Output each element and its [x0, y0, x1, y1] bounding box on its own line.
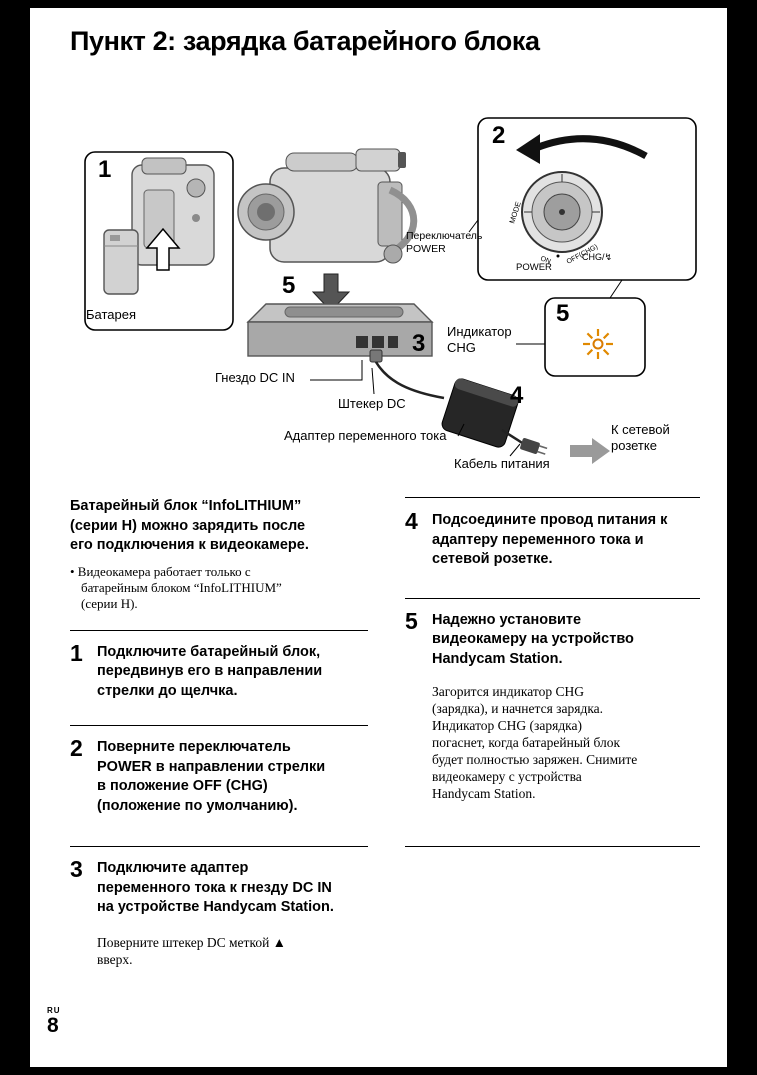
- step-5-text: Надежно установите видеокамеру на устрой…: [432, 611, 634, 667]
- camcorder-illustration: [237, 148, 418, 264]
- dial-on-label: ON: [539, 255, 551, 265]
- step-1-text: Подключите батарейный блок, передвинув е…: [97, 643, 323, 699]
- power-cord-illustration: [501, 428, 548, 455]
- callout-box-step2: [477, 117, 697, 281]
- step-3-note: Поверните штекер DC меткой ▲ вверх.: [97, 934, 287, 967]
- step-2-number: 2: [70, 735, 83, 761]
- callout-number-3: 3: [412, 330, 426, 357]
- page-title: Пункт 2: зарядка батарейного блока: [70, 26, 540, 56]
- handycam-station-illustration: [246, 303, 434, 357]
- step-1: 1 Подключите батарейный блок, передвинув…: [70, 639, 368, 702]
- callout-number-2: 2: [492, 122, 506, 149]
- callout-box-step1: [84, 151, 234, 331]
- dc-plug-leader-line: [371, 367, 375, 395]
- intro-heading: Батарейный блок “InfoLITHIUM” (серии H) …: [70, 498, 309, 553]
- camera-rear-illustration: [131, 157, 215, 266]
- step-1-number: 1: [70, 639, 83, 666]
- page-footer: RU 8: [47, 1006, 61, 1036]
- step-4-text: Подсоедините провод питания к адаптеру п…: [432, 512, 668, 567]
- ac-adapter-illustration: [441, 378, 519, 448]
- divider: [405, 597, 700, 599]
- step-4-number: 4: [405, 508, 418, 534]
- ac-adapter-label: Адаптер переменного тока: [284, 428, 447, 443]
- dc-plug-label: Штекер DC: [338, 396, 406, 411]
- chg-lamp-icon: [583, 329, 613, 359]
- lamp-box-leader-line: [609, 279, 623, 299]
- step-5-note: Загорится индикатор CHG (зарядка), и нач…: [432, 684, 638, 801]
- step-4: 4 Подсоедините провод питания к адаптеру…: [405, 508, 700, 570]
- callout-number-5-lamp: 5: [556, 300, 570, 327]
- to-outlet-label: К сетевой розетке: [611, 422, 670, 453]
- step-2-text: Поверните переключатель POWER в направле…: [97, 739, 326, 814]
- power-cord-leader-line: [509, 443, 521, 457]
- step-3-number: 3: [70, 856, 83, 882]
- dock-down-arrow: [311, 273, 351, 312]
- divider: [405, 497, 700, 498]
- step-2: 2 Поверните переключатель POWER в направ…: [70, 735, 368, 816]
- dial-power-label: POWER: [516, 262, 552, 273]
- battery-illustration: [103, 229, 139, 295]
- power-switch-leader-line: [468, 219, 479, 233]
- diagram-illustration: MODE ON OFF(CHG) POWER CHG/↯: [84, 117, 697, 464]
- power-cord-label: Кабель питания: [454, 456, 550, 471]
- divider: [70, 846, 368, 847]
- footer-language: RU: [47, 1006, 61, 1015]
- right-column: 4 Подсоедините провод питания к адаптеру…: [405, 497, 700, 847]
- callout-number-1: 1: [98, 156, 112, 183]
- callout-number-5-dock: 5: [282, 272, 296, 299]
- step-5-number: 5: [405, 607, 418, 634]
- divider: [405, 846, 700, 847]
- dial-mode-label: MODE: [507, 200, 523, 224]
- divider: [70, 725, 368, 726]
- dc-in-leader-line: [310, 360, 363, 381]
- step-3: 3 Подключите адаптер переменного тока к …: [70, 856, 368, 918]
- dc-in-jack-label: Гнездо DC IN: [215, 370, 295, 385]
- divider: [70, 629, 368, 631]
- manual-page: Пункт 2: зарядка батарейного блока: [30, 8, 727, 1067]
- footer-page-number: 8: [47, 1014, 59, 1037]
- left-column: Батарейный блок “InfoLITHIUM” (серии H) …: [70, 497, 368, 968]
- to-outlet-arrow: [570, 438, 610, 464]
- battery-insert-arrow: [145, 227, 181, 271]
- power-switch-label: Переключатель POWER: [406, 230, 483, 255]
- power-dial-illustration: MODE ON OFF(CHG) POWER CHG/↯: [507, 134, 648, 273]
- ac-adapter-leader-line: [457, 423, 465, 437]
- dc-plug-illustration: [369, 349, 445, 400]
- dial-chg-label: CHG/↯: [582, 252, 612, 262]
- callout-box-step5-lamp: [544, 297, 646, 377]
- diagram: MODE ON OFF(CHG) POWER CHG/↯: [70, 108, 730, 500]
- step-3-text: Подключите адаптер переменного тока к гн…: [97, 860, 334, 915]
- step-5: 5 Надежно установите видеокамеру на устр…: [405, 607, 700, 670]
- callout-number-4: 4: [510, 382, 524, 409]
- chg-indicator-label: Индикатор CHG: [447, 324, 512, 355]
- battery-label: Батарея: [86, 307, 137, 322]
- intro-bullet-note: • Видеокамера работает только с батарейн…: [70, 563, 282, 611]
